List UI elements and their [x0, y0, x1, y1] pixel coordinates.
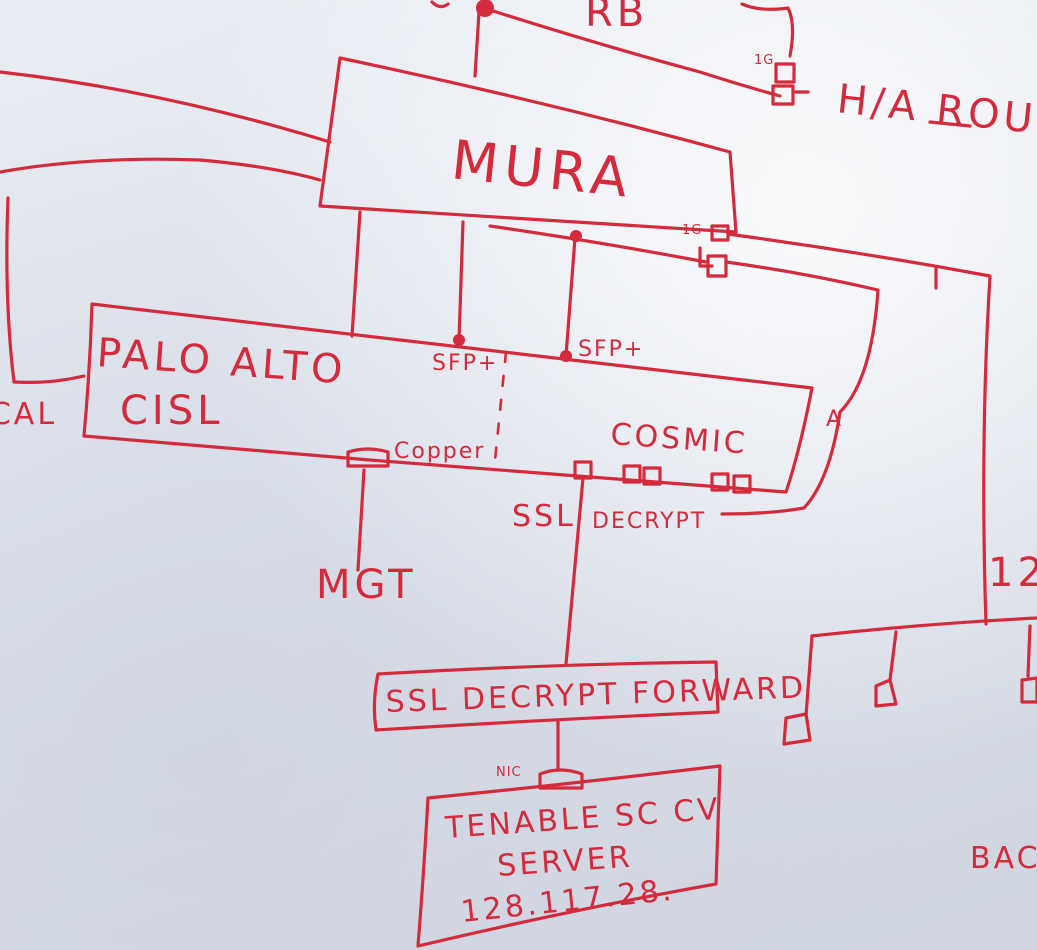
mura-device: MURA	[320, 58, 736, 232]
sfp-right-label: SFP+	[578, 337, 644, 362]
tenable-line1-label: TENABLE SC CV	[443, 792, 722, 846]
tenable-line2-label: SERVER	[496, 840, 634, 884]
host-1	[784, 714, 810, 744]
mura-label: MURA	[449, 128, 637, 210]
mgt-label: MGT	[316, 562, 417, 608]
link-to-backbone	[728, 234, 990, 624]
back-label: BACK	[970, 841, 1037, 876]
left-loop	[7, 198, 84, 382]
link-a-label: A	[826, 407, 843, 432]
mgt-group: MGT	[316, 470, 417, 608]
vertical-link-3	[566, 238, 575, 356]
top-link-group: RB	[432, 0, 793, 96]
mgt-link	[358, 470, 364, 570]
top-right-curve	[742, 4, 793, 56]
ha-router-label: H/A ROUTER	[835, 76, 1037, 152]
ha-router-group: 1G H/A ROUTER	[754, 53, 1037, 152]
drop-2	[890, 632, 896, 680]
vertical-link-1	[352, 212, 360, 336]
host-3	[1022, 678, 1037, 702]
ha-router-port-upper	[776, 64, 794, 82]
left-link-middle	[0, 159, 320, 180]
cosmic-label: COSMIC	[609, 417, 748, 461]
palo-alto-label: PALO ALTO	[95, 330, 348, 393]
port-1g-mid-label: 1G	[682, 223, 702, 238]
ip-right-label: 128.	[988, 550, 1037, 596]
left-link-top	[0, 72, 330, 142]
backbone-group: 128. BACK	[784, 550, 1037, 876]
tenable-server-group: NIC TENABLE SC CV SERVER 128.117.28.	[418, 765, 722, 946]
mura-port-group: 1G A	[682, 223, 990, 624]
copper-label: Copper	[394, 439, 485, 464]
ssl-decrypt-forward-label: SSL DECRYPT FORWARD	[385, 670, 806, 720]
tenable-ip-label: 128.117.28.	[459, 873, 676, 930]
backbone-horizontal-bus	[812, 618, 1037, 636]
drop-1	[806, 636, 812, 716]
mura-uplink-line	[475, 12, 479, 76]
drop-3	[1028, 626, 1030, 676]
decrypt-label: DECRYPT	[592, 509, 706, 534]
palo-alto-device: PALO ALTO CISL SFP+ SFP+ COSMIC Copper	[84, 304, 812, 492]
cisl-label: CISL	[120, 388, 223, 434]
mura-bottom-bus	[490, 226, 706, 262]
mura-port-upper	[712, 226, 728, 240]
top-left-stroke	[432, 2, 448, 7]
port-1g-top-label: 1G	[754, 53, 774, 68]
vertical-link-2	[459, 222, 463, 340]
sfp-left-dot	[453, 334, 465, 346]
ssl-label: SSL	[512, 499, 576, 534]
sfp-left-label: SFP+	[432, 351, 498, 376]
top-partial-label: RB	[585, 0, 648, 36]
ssl-decrypt-group: SSL DECRYPT SSL DECRYPT FORWARD	[374, 478, 806, 768]
cal-partial-label: ICAL	[0, 397, 57, 432]
host-2	[876, 680, 896, 706]
nic-label: NIC	[496, 765, 522, 780]
